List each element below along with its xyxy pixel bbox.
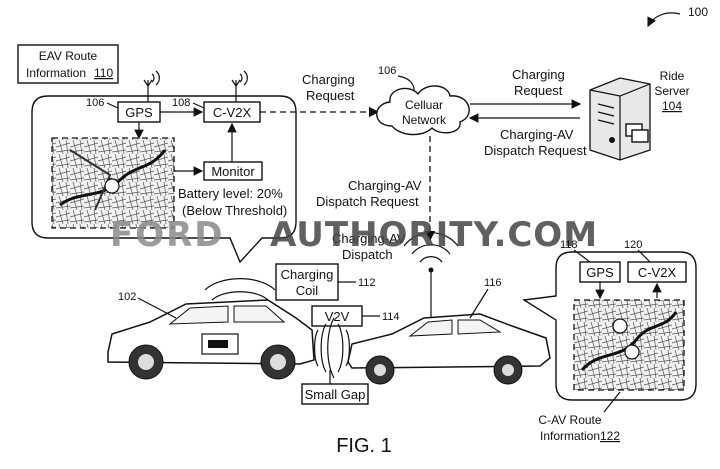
cav-gps-ref: 118 — [560, 239, 578, 251]
ride-server-icon — [590, 78, 650, 160]
charging-request-right-2: Request — [514, 83, 563, 98]
svg-text:C-V2X: C-V2X — [213, 105, 252, 120]
cav-cv2x-ref: 120 — [624, 239, 642, 251]
charging-coil-box: Charging Coil — [276, 264, 338, 300]
eav-monitor-box: Monitor — [204, 162, 262, 180]
svg-text:V2V: V2V — [325, 309, 350, 324]
svg-text:Charging: Charging — [281, 267, 334, 282]
svg-text:GPS: GPS — [586, 265, 614, 280]
ref-100: 100 — [688, 5, 708, 19]
ride-server-label-2: Server — [654, 84, 689, 98]
eav-vehicle-ref: 102 — [118, 291, 136, 303]
svg-text:GPS: GPS — [125, 105, 153, 120]
eav-battery-level: Battery level: 20% — [178, 186, 283, 201]
charging-coil-ref: 112 — [358, 277, 376, 289]
ride-server-ref: 104 — [662, 99, 682, 113]
dispatch-request-right-2: Dispatch Request — [484, 143, 587, 158]
eav-vehicle — [108, 300, 314, 379]
watermark-authority: AUTHORITY.COM — [270, 215, 598, 255]
svg-text:Celluar: Celluar — [405, 98, 443, 112]
cav-route-info-2: Information — [540, 429, 600, 443]
svg-text:Coil: Coil — [296, 283, 319, 298]
ref-100-arrow — [648, 13, 680, 26]
cav-route-map — [574, 300, 684, 390]
cav-route-info-1: C-AV Route — [538, 413, 601, 427]
v2v-box: V2V — [312, 306, 362, 326]
cav-gps-box: GPS — [580, 262, 620, 282]
eav-gps-ref: 106 — [86, 97, 104, 109]
charging-request-left-1: Charging — [302, 72, 355, 87]
cellular-network-cloud: Celluar Network — [377, 86, 469, 135]
eav-cv2x-ref: 108 — [172, 97, 190, 109]
svg-text:Monitor: Monitor — [211, 164, 255, 179]
eav-route-info-line2: Information — [26, 66, 86, 80]
svg-text:Network: Network — [402, 113, 447, 127]
cav-vehicle — [348, 314, 550, 384]
svg-text:C-V2X: C-V2X — [638, 265, 677, 280]
eav-gps-box: GPS — [118, 102, 160, 122]
eav-route-info-ref: 110 — [94, 66, 113, 80]
ride-server-label-1: Ride — [660, 69, 685, 83]
v2v-ref: 114 — [382, 311, 400, 323]
small-gap-box: Small Gap — [302, 384, 368, 404]
figure-caption: FIG. 1 — [336, 435, 392, 457]
network-ref: 106 — [378, 65, 396, 77]
cav-cv2x-box: C-V2X — [628, 262, 686, 282]
cav-vehicle-ref: 116 — [484, 277, 502, 289]
watermark-ford: FORD — [110, 215, 225, 255]
svg-text:EAV Route: EAV Route — [39, 49, 98, 63]
dispatch-request-right-1: Charging-AV — [500, 127, 574, 142]
eav-cv2x-box: C-V2X — [204, 102, 260, 122]
eav-route-info-label: EAV Route Information 110 — [18, 45, 118, 83]
cav-route-info-ref: 122 — [600, 429, 620, 443]
charging-request-right-1: Charging — [512, 67, 565, 82]
charging-request-left-2: Request — [306, 88, 355, 103]
dispatch-request-mid-1: Charging-AV — [348, 178, 422, 193]
dispatch-request-mid-2: Dispatch Request — [316, 194, 419, 209]
svg-text:Small Gap: Small Gap — [305, 387, 366, 402]
